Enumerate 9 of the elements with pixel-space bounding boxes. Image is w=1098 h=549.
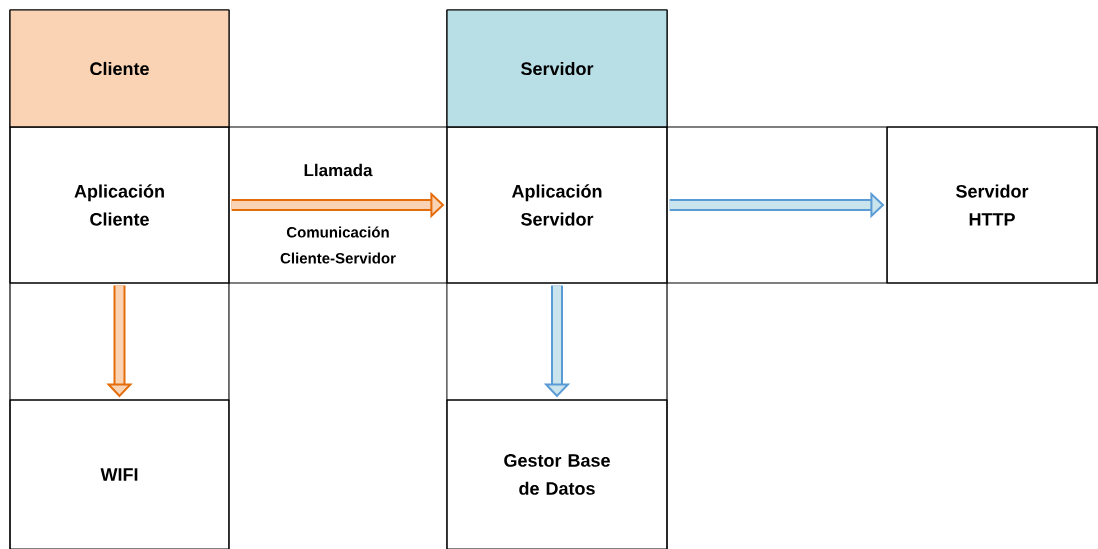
header-box: Cliente xyxy=(9,9,230,128)
header-box: Servidor xyxy=(446,9,668,128)
text-box: Aplicación Servidor xyxy=(446,126,668,284)
text-box: Aplicación Cliente xyxy=(9,126,230,284)
text-box: WIFI xyxy=(9,399,230,549)
edge-label: Llamada xyxy=(304,163,373,177)
text-box: Gestor Base de Datos xyxy=(446,399,668,549)
text-box: Servidor HTTP xyxy=(886,126,1098,284)
note-text: Comunicación Cliente-Servidor xyxy=(280,226,396,264)
